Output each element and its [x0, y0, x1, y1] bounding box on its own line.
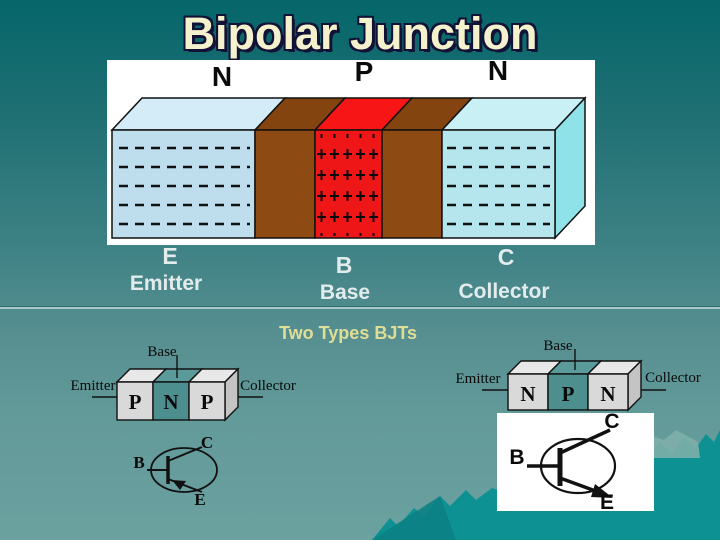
npn-symbol-b: B	[509, 446, 524, 469]
terminal-letter-emitter: E	[162, 243, 178, 269]
pnp-region-2: N	[163, 390, 178, 414]
pnp-symbol-c: C	[201, 435, 213, 452]
region-label-n-right: N	[487, 55, 509, 86]
npn-block-diagram: Base Emitter Collector N P N	[456, 338, 701, 412]
terminal-letter-base: B	[335, 252, 353, 278]
junction-bar-drawing	[110, 96, 587, 240]
npn-box1-front	[507, 373, 549, 411]
electron-dashes-right	[447, 146, 550, 226]
pnp-emitter-label: Emitter	[71, 378, 116, 394]
pnp-symbol: B C E	[133, 435, 218, 509]
terminal-letter-collector: C	[497, 244, 515, 270]
depletion-right-front-face	[381, 129, 443, 239]
section-divider	[0, 306, 720, 309]
pnp-base-label: Base	[147, 344, 177, 360]
npn-region-3: N	[600, 382, 615, 406]
subtitle: Two Types BJTs	[278, 323, 418, 343]
pnp-symbol-b: B	[133, 453, 144, 472]
junction-diagram	[107, 60, 595, 245]
pnp-symbol-e: E	[194, 490, 205, 509]
terminal-name-base: Base	[319, 281, 371, 304]
pnp-collector-label: Collector	[240, 378, 296, 394]
npn-box2-front	[547, 373, 589, 411]
npn-collector-label: Collector	[645, 370, 701, 386]
electron-dashes-left	[119, 146, 250, 226]
npn-symbol-c: C	[604, 413, 619, 433]
mountain-facet	[372, 496, 456, 540]
pnp-region-3: P	[201, 390, 214, 414]
npn-symbol-arrow	[591, 484, 613, 498]
region-label-p: P	[354, 56, 374, 87]
npn-region-2: P	[562, 382, 575, 406]
pnp-box2-front	[152, 381, 190, 421]
pnp-box1-front	[116, 381, 154, 421]
npn-box3-front	[587, 373, 629, 411]
terminal-name-emitter: Emitter	[129, 272, 203, 295]
npn-emitter-label: Emitter	[456, 371, 501, 387]
region-label-n-left: N	[211, 61, 233, 92]
npn-symbol: B C E	[509, 410, 619, 514]
npn-region-1: N	[520, 382, 535, 406]
n-right-front-face	[441, 129, 556, 239]
npn-symbol-collector-lead	[559, 428, 611, 455]
pnp-symbol-collector-lead	[167, 446, 203, 462]
terminal-name-collector: Collector	[458, 280, 550, 303]
pnp-box3-front	[188, 381, 226, 421]
n-left-front-face	[111, 129, 256, 239]
npn-symbol-e: E	[600, 491, 614, 511]
npn-base-label: Base	[543, 338, 573, 354]
pnp-symbol-arrow	[172, 480, 186, 490]
hole-plus-marks	[317, 134, 381, 236]
npn-symbol-card: B C E	[497, 410, 654, 514]
depletion-left-front-face	[254, 129, 316, 239]
pnp-region-1: P	[129, 390, 142, 414]
slide-title: Bipolar Junction	[182, 8, 538, 59]
pnp-block-diagram: Base Emitter Collector P N P	[71, 344, 296, 422]
